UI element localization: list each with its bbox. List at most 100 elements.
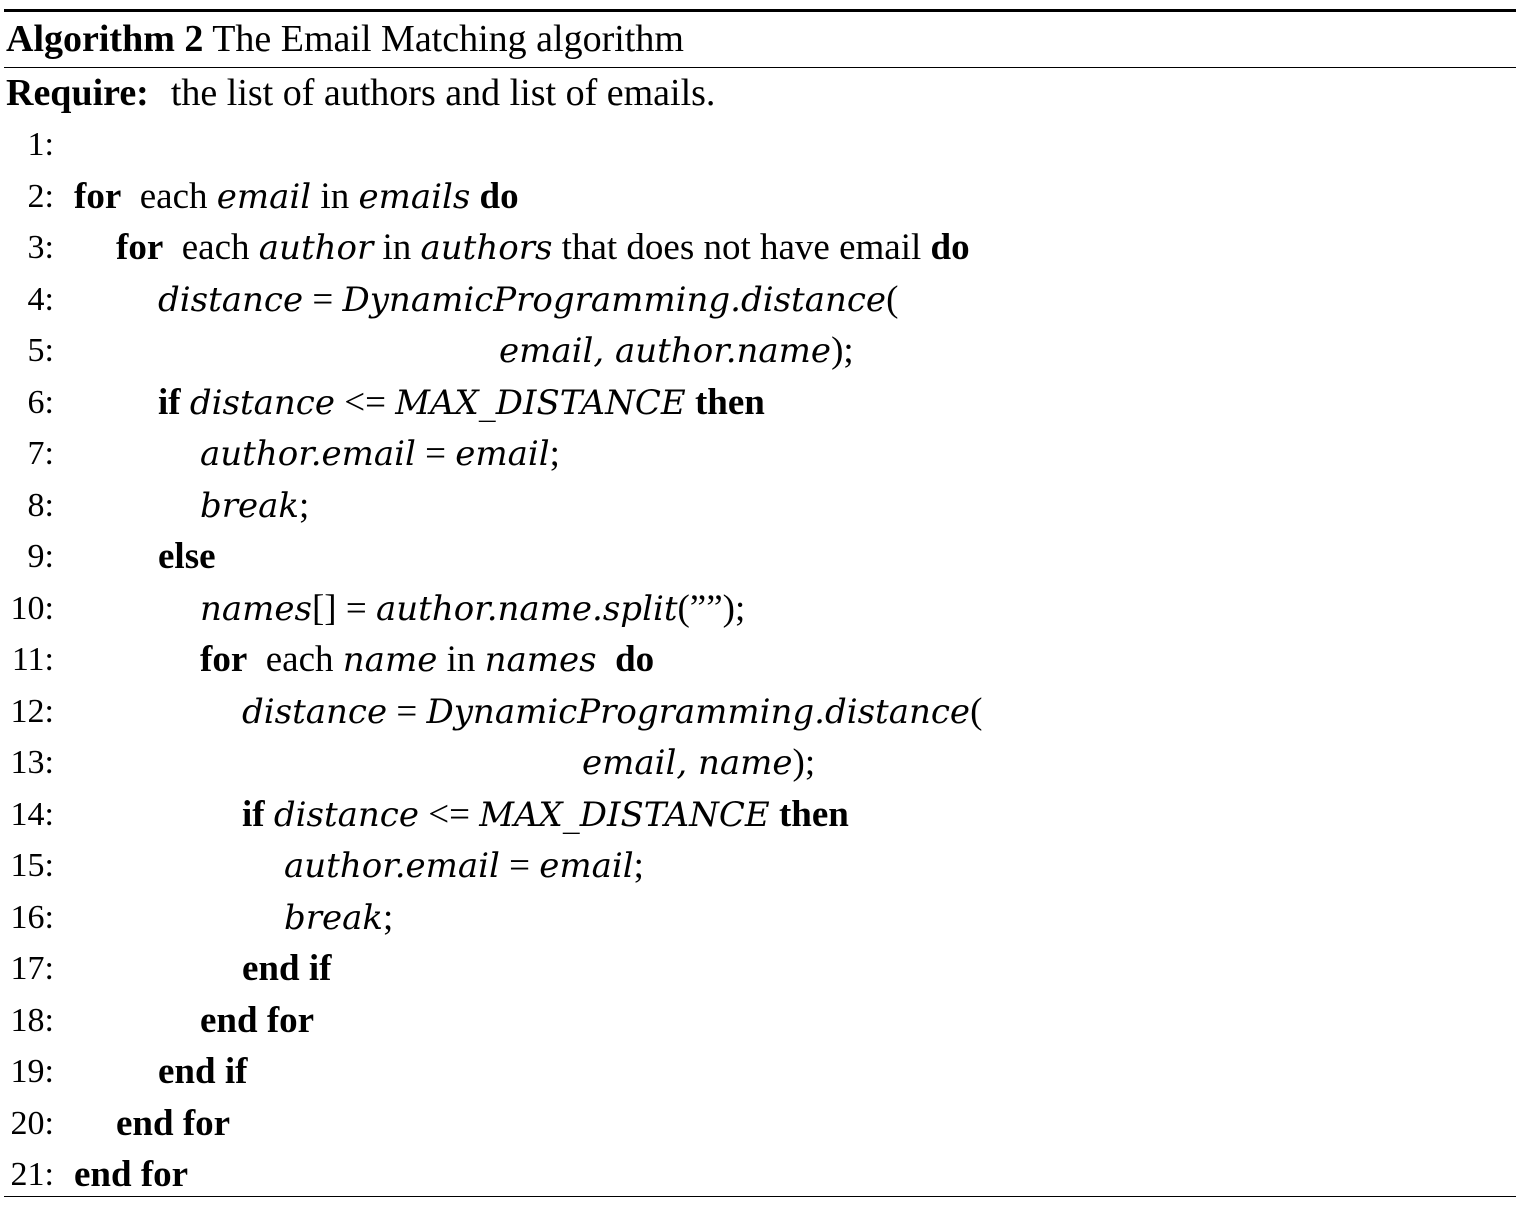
line-number: 2: bbox=[27, 177, 54, 215]
math-expression: authors bbox=[420, 228, 553, 268]
algorithm-line: 9:else bbox=[4, 531, 1516, 583]
code-text: = bbox=[387, 690, 427, 732]
line-number: 10: bbox=[10, 589, 54, 627]
math-expression: distance bbox=[189, 382, 335, 423]
math-expression: MAX_DISTANCE bbox=[395, 382, 686, 423]
code-text: ( bbox=[886, 278, 899, 320]
line-number: 19: bbox=[10, 1053, 54, 1090]
line-code: else bbox=[158, 531, 216, 583]
algorithm-line: 21:end for bbox=[4, 1149, 1516, 1201]
code-text: = bbox=[303, 278, 343, 320]
math-expression: author bbox=[258, 228, 374, 268]
line-code: author.email = email; bbox=[200, 428, 560, 481]
keyword: do bbox=[615, 639, 655, 680]
line-number: 8: bbox=[27, 486, 54, 524]
code-text: ; bbox=[549, 433, 560, 474]
line-number: 5: bbox=[27, 332, 54, 369]
line-code: distance = DynamicProgramming.distance( bbox=[158, 274, 898, 327]
algorithm-lines: 1: 2: for each email in emails do 3: for eac… bbox=[4, 119, 1516, 1201]
math-expression: emails bbox=[358, 176, 471, 217]
keyword: if bbox=[242, 793, 265, 835]
code-text: ); bbox=[831, 330, 854, 371]
math-expression: name bbox=[342, 640, 438, 680]
math-expression: distance bbox=[273, 794, 419, 835]
algorithm-title: The Email Matching algorithm bbox=[212, 18, 684, 60]
code-text bbox=[770, 794, 779, 835]
code-text: ; bbox=[299, 484, 310, 526]
algorithm-line: 14: if distance <= MAX_DISTANCE then bbox=[4, 789, 1516, 841]
keyword: end for bbox=[116, 1102, 231, 1144]
line-code: author.email = email; bbox=[284, 840, 644, 893]
require-keyword: Require: bbox=[6, 72, 149, 114]
top-rule bbox=[4, 9, 1516, 12]
code-text: in bbox=[373, 227, 421, 268]
keyword: end if bbox=[158, 1051, 248, 1092]
algorithm-line: 6:if distance <= MAX_DISTANCE then bbox=[4, 377, 1516, 429]
algorithm-line: 18:end for bbox=[4, 995, 1516, 1047]
math-expression: author.email bbox=[200, 434, 416, 474]
require-line: Require: the list of authors and list of … bbox=[4, 68, 1516, 118]
line-number: 12: bbox=[10, 692, 54, 730]
code-text: ; bbox=[383, 896, 394, 938]
math-expression: email, author.name bbox=[499, 331, 832, 371]
math-expression: email bbox=[216, 176, 312, 217]
line-code: distance = DynamicProgramming.distance( bbox=[242, 686, 982, 739]
line-code: email, name); bbox=[582, 737, 815, 790]
algorithm-line: 19: end if bbox=[4, 1046, 1516, 1098]
line-code: break; bbox=[200, 480, 309, 533]
line-code: for each name in names do bbox=[200, 634, 654, 687]
line-code: for each author in authors that does not… bbox=[116, 222, 970, 275]
math-expression: DynamicProgramming.distance bbox=[426, 691, 971, 732]
line-code: end if bbox=[242, 943, 331, 995]
math-expression: distance bbox=[242, 691, 388, 732]
algorithm-block: Algorithm 2 The Email Matching algorithm… bbox=[4, 9, 1516, 1201]
line-code: if distance <= MAX_DISTANCE then bbox=[242, 789, 849, 842]
code-text bbox=[686, 382, 695, 423]
keyword: for bbox=[116, 227, 164, 268]
keyword: do bbox=[930, 227, 970, 268]
math-expression: author.email bbox=[284, 846, 500, 886]
code-text: [] = bbox=[311, 587, 376, 629]
algorithm-line: 8: break; bbox=[4, 480, 1516, 532]
line-code: end if bbox=[158, 1046, 247, 1098]
line-number: 7: bbox=[27, 435, 54, 472]
require-text: the list of authors and list of emails. bbox=[170, 72, 716, 114]
line-number: 16: bbox=[10, 898, 54, 936]
bottom-rule bbox=[4, 1196, 1516, 1197]
code-text: = bbox=[415, 433, 456, 474]
keyword: end for bbox=[200, 999, 315, 1041]
keyword: then bbox=[778, 793, 849, 835]
code-text bbox=[470, 176, 479, 217]
code-text: in bbox=[437, 639, 485, 680]
keyword: do bbox=[479, 175, 519, 217]
algorithm-line: 12: distance = DynamicProgramming.distanc… bbox=[4, 686, 1516, 738]
algorithm-line: 1: bbox=[4, 119, 1516, 171]
line-number: 1: bbox=[27, 126, 54, 163]
code-text: ); bbox=[792, 742, 816, 783]
algorithm-line: 17:end if bbox=[4, 943, 1516, 995]
algorithm-line: 16: break; bbox=[4, 892, 1516, 944]
line-code: break; bbox=[284, 892, 393, 945]
code-text: (””); bbox=[677, 587, 746, 629]
code-text: = bbox=[499, 845, 540, 886]
code-text: each bbox=[163, 227, 259, 268]
keyword: end for bbox=[74, 1154, 189, 1195]
line-code: end for bbox=[74, 1149, 188, 1201]
algorithm-line: 3: for each author in authors that does n… bbox=[4, 222, 1516, 274]
line-number: 3: bbox=[27, 229, 54, 266]
line-number: 14: bbox=[10, 795, 54, 833]
algorithm-line: 13:email, name); bbox=[4, 737, 1516, 789]
code-text: in bbox=[311, 175, 359, 217]
line-number: 20: bbox=[10, 1104, 54, 1142]
code-text: each bbox=[247, 639, 343, 680]
math-expression: email bbox=[455, 434, 550, 474]
algorithm-line: 11:for each name in names do bbox=[4, 634, 1516, 686]
keyword: else bbox=[158, 536, 216, 577]
math-expression: break bbox=[200, 485, 300, 526]
code-text: <= bbox=[334, 381, 396, 423]
code-text bbox=[265, 794, 274, 835]
code-text: each bbox=[121, 175, 217, 217]
algorithm-line: 10:names[] = author.name.split(””); bbox=[4, 583, 1516, 635]
math-expression: names bbox=[484, 640, 597, 680]
line-number: 15: bbox=[10, 847, 54, 884]
